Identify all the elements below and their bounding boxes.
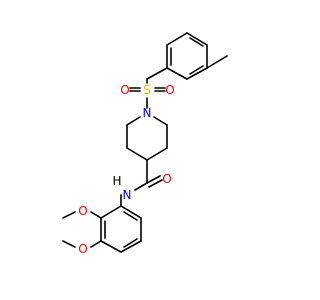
bond: [146, 67, 168, 80]
bond: [62, 240, 76, 248]
tolyl-ring: [166, 32, 208, 80]
bond: [148, 179, 163, 188]
oxygen-label: O: [165, 83, 174, 97]
bond: [134, 182, 148, 191]
bond: [153, 116, 168, 126]
oxygen-label: O: [120, 83, 129, 97]
bond: [90, 211, 102, 219]
bond: [189, 65, 204, 75]
bond: [120, 240, 142, 253]
bond: [166, 32, 188, 46]
bond: [123, 211, 138, 221]
bond: [120, 205, 142, 219]
bond: [100, 205, 122, 219]
nitrogen-label: N: [143, 106, 152, 120]
bond: [100, 240, 122, 253]
amide-nitrogen-label: N: [123, 188, 132, 202]
dimethoxyphenyl-ring: [100, 205, 142, 253]
bond: [186, 67, 208, 80]
bond: [189, 37, 204, 47]
molecule-canvas: S O O N O N H O O: [62, 32, 228, 256]
bond: [186, 32, 208, 46]
bond: [126, 116, 141, 126]
sulfur-label: S: [143, 83, 151, 97]
bond: [146, 175, 161, 184]
methoxy-oxygen-label: O: [78, 242, 87, 256]
amide-oxygen-label: O: [162, 172, 171, 186]
bond: [123, 238, 138, 248]
methyl-bond: [206, 55, 228, 69]
methoxy-oxygen-label: O: [78, 204, 87, 218]
bond: [62, 211, 76, 219]
bond: [166, 67, 188, 80]
bond: [90, 240, 102, 248]
bond: [146, 147, 168, 161]
molecule-structure: S O O N O N H O O: [62, 32, 228, 256]
bond: [126, 147, 148, 161]
amide-hydrogen-label: H: [112, 174, 121, 188]
piperidine-ring: [126, 116, 168, 161]
